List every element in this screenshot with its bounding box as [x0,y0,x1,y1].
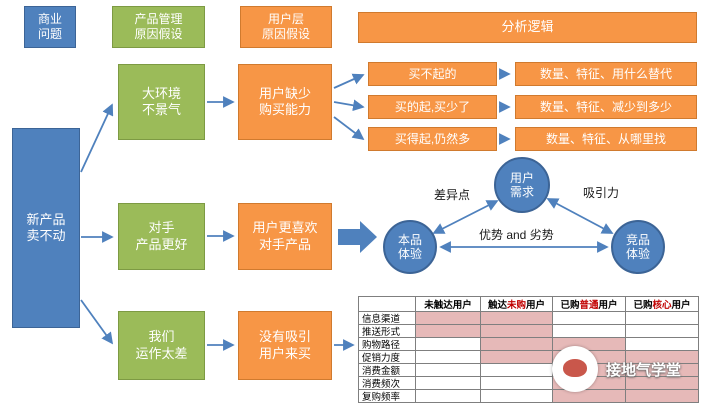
header-emphasis: 未购 [506,300,526,311]
box-analysis-where-to-find: 数量、特征、从哪里找 [515,127,697,151]
watermark-text: 接地气学堂 [606,361,682,379]
label-attraction: 吸引力 [583,186,620,200]
table-body: 信息渠道推送形式购物路径促销力度消费金额消费频次复购频率 [359,312,699,403]
table-row: 推送形式 [359,325,699,338]
label-differentiation: 差异点 [434,188,471,202]
label-advantage-disadvantage: 优势 and 劣势 [479,228,554,242]
header-text: 未触达用户 [424,300,472,311]
table-cell [416,338,481,351]
table-row-label: 消费金额 [359,364,416,377]
header-text: 用户 [526,300,546,311]
circle-user-needs: 用户 需求 [494,157,550,213]
box-segment-bought-less: 买的起,买少了 [368,95,497,119]
header-text: 用户 [598,300,618,311]
box-cause-operation: 我们 运作太差 [118,311,205,380]
table-cell-highlighted [481,351,553,364]
table-cell [626,312,699,325]
arrow-root-to-cause-1 [80,103,114,173]
circle-own-product-experience: 本品 体验 [383,220,437,274]
header-emphasis: 核心 [652,300,672,311]
table-row: 促销力度 [359,351,699,364]
header-text: 已购 [560,300,580,311]
table-cell-highlighted [481,312,553,325]
table-header-row: 未触达用户 触达未购用户 已购普通用户 已购核心用户 [359,297,699,312]
box-cause-competitor: 对手 产品更好 [118,203,205,270]
table-cell [481,377,553,390]
box-reason-prefer-competitor: 用户更喜欢 对手产品 [238,203,332,270]
arrow-reason1-to-segment-3 [333,116,365,141]
table-cell [481,390,553,403]
watermark-logo-icon [552,346,598,392]
table-row: 信息渠道 [359,312,699,325]
table-cell [553,325,626,338]
box-business-problem: 商业 问题 [24,6,76,48]
table-cell [553,312,626,325]
box-cause-environment: 大环境 不景气 [118,64,205,140]
table-header-purchased-normal: 已购普通用户 [553,297,626,312]
table-cell [626,325,699,338]
table-row: 复购频率 [359,390,699,403]
table-row-label: 推送形式 [359,325,416,338]
box-segment-cannot-afford: 买不起的 [368,62,497,86]
table-cell-highlighted [416,312,481,325]
table-header-reached-not-purchased: 触达未购用户 [481,297,553,312]
table-cell-highlighted [416,325,481,338]
table-cell-highlighted [626,377,699,390]
header-emphasis: 普通 [579,300,599,311]
header-text: 用户 [671,300,691,311]
big-arrow [338,221,377,253]
table-header-empty [359,297,416,312]
table-row-label: 促销力度 [359,351,416,364]
table-cell [416,390,481,403]
table-cell-highlighted [626,390,699,403]
table-cell-highlighted [481,338,553,351]
table-row-label: 复购频率 [359,390,416,403]
arrow-reason1-to-segment-2 [333,99,365,112]
table-row: 购物路径 [359,338,699,351]
box-user-level-hypothesis: 用户层 原因假设 [240,6,332,48]
box-product-level-hypothesis: 产品管理 原因假设 [112,6,205,48]
box-analysis-substitute: 数量、特征、用什么替代 [515,62,697,86]
header-text: 已购 [633,300,653,311]
table-cell-highlighted [626,351,699,364]
table-row-label: 购物路径 [359,338,416,351]
box-root-problem: 新产品 卖不动 [12,128,80,328]
box-reason-no-attraction: 没有吸引 用户来买 [238,311,332,380]
table-cell [416,351,481,364]
table-cell-highlighted [626,364,699,377]
header-text: 触达 [487,300,507,311]
table-cell [416,377,481,390]
table-header-purchased-core: 已购核心用户 [626,297,699,312]
circle-competitor-experience: 竞品 体验 [611,220,665,274]
table-cell [626,338,699,351]
table-cell-highlighted [481,325,553,338]
table-cell-highlighted [553,390,626,403]
arrow-reason1-to-segment-1 [333,73,365,89]
arrow-needs-vs-competitor [546,198,614,234]
table-row-label: 消费频次 [359,377,416,390]
watermark: 接地气学堂 [552,346,681,392]
box-segment-still-affords: 买得起,仍然多 [368,127,497,151]
table-cell [481,364,553,377]
user-segment-table: 未触达用户 触达未购用户 已购普通用户 已购核心用户 信息渠道推送形式购物路径促… [358,296,699,403]
arrow-root-to-cause-3 [80,299,114,345]
table-row-label: 信息渠道 [359,312,416,325]
table-cell [416,364,481,377]
box-analysis-logic: 分析逻辑 [358,12,697,43]
table-header-untouched-users: 未触达用户 [416,297,481,312]
box-analysis-reduced-to: 数量、特征、减少到多少 [515,95,697,119]
box-reason-no-purchase-power: 用户缺少 购买能力 [238,64,332,140]
